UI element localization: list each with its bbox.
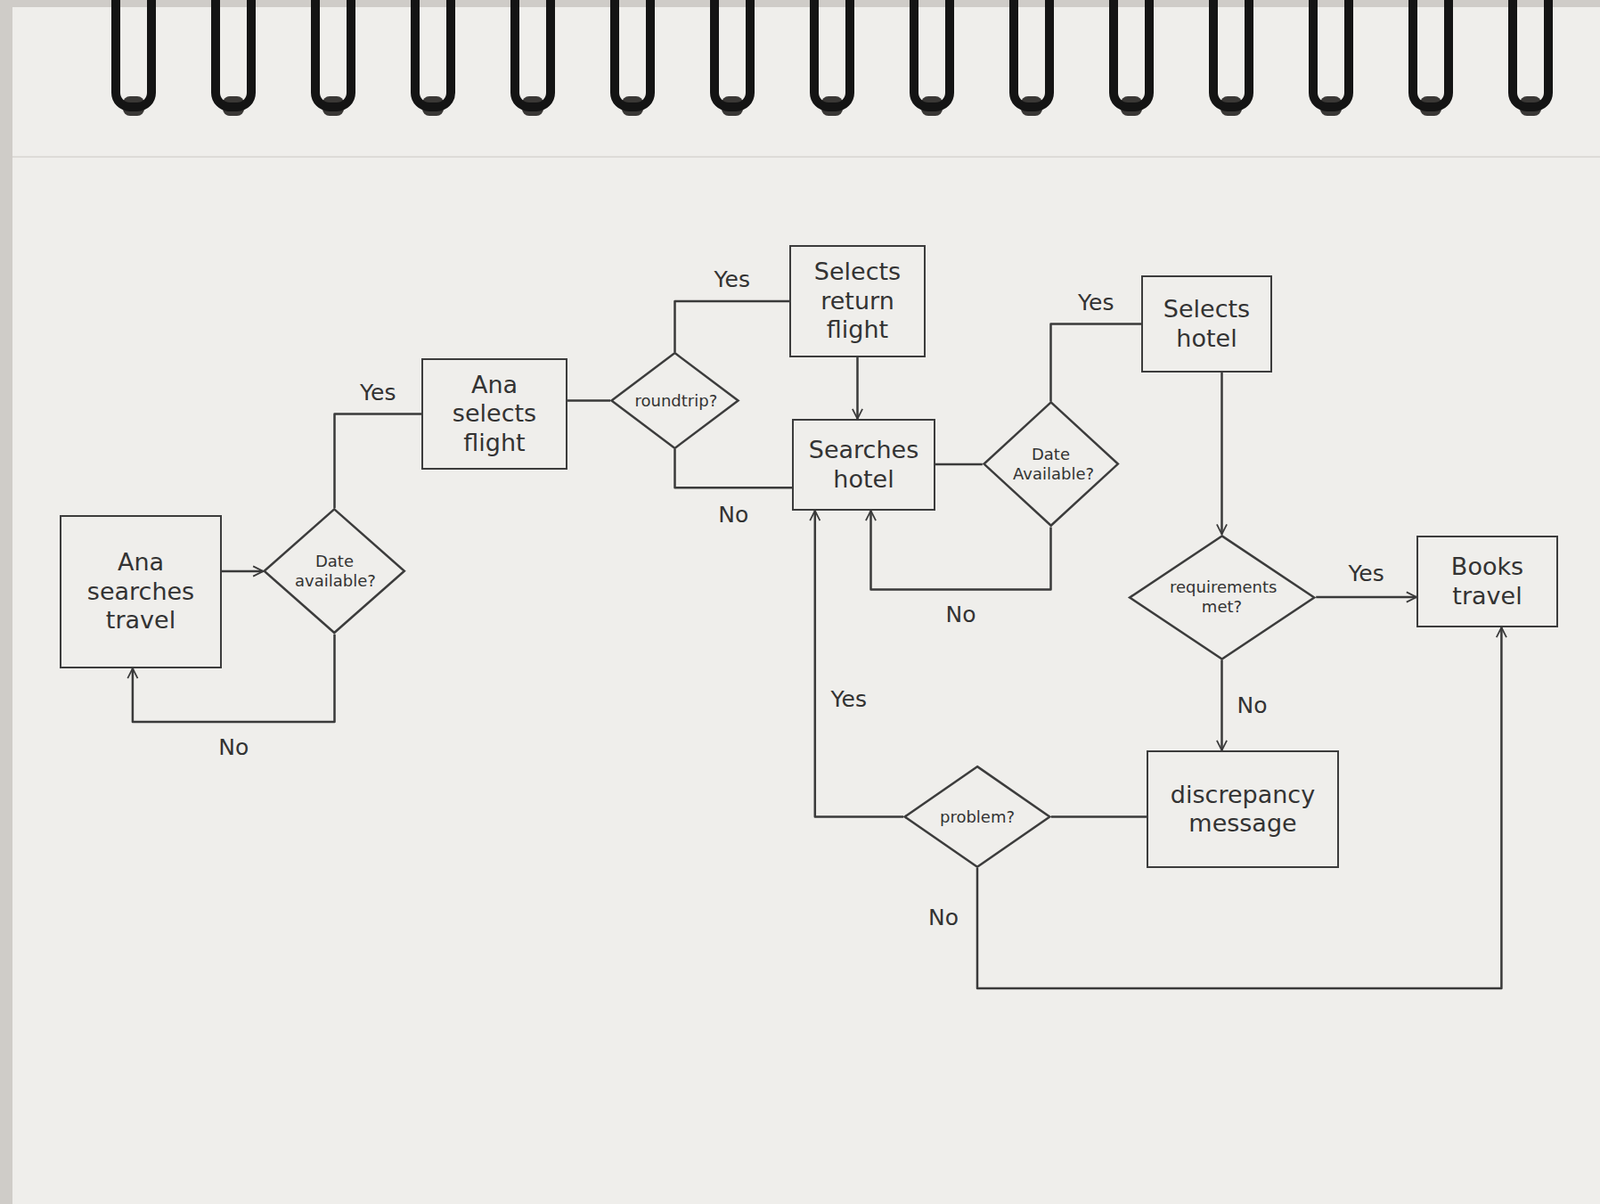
process-box: Selects hotel: [1141, 275, 1273, 373]
binding-ring: [1013, 0, 1050, 107]
process-box: Searches hotel: [791, 418, 936, 511]
diamond-shape: [1129, 535, 1315, 659]
branch-label: No: [943, 601, 980, 628]
flow-connector: [334, 414, 423, 509]
decision-label: Date available?: [294, 551, 375, 590]
binding-ring: [714, 0, 751, 107]
flow-connector: [871, 510, 1052, 590]
branch-label: Yes: [711, 266, 753, 293]
decision-diamond: Date Available?: [982, 400, 1119, 527]
binding-ring: [1512, 0, 1549, 107]
branch-label: No: [715, 501, 752, 528]
flow-connector: [1051, 324, 1143, 402]
decision-label: roundtrip?: [635, 391, 716, 411]
binding-ring: [814, 0, 850, 107]
diamond-shape: [905, 766, 1051, 867]
box-label: Books travel: [1428, 552, 1546, 611]
branch-label: No: [925, 904, 962, 931]
branch-label: Yes: [1075, 289, 1117, 316]
binding-ring: [1412, 0, 1449, 107]
branch-label: No: [215, 734, 252, 760]
flow-connector: [221, 570, 263, 573]
branch-label: Yes: [357, 379, 399, 406]
flow-connector: [132, 634, 335, 722]
flow-connector: [935, 463, 983, 466]
perforation-line: [12, 155, 1600, 158]
branch-label: Yes: [828, 685, 870, 712]
binding-ring: [614, 0, 651, 107]
decision-label: problem?: [939, 807, 1015, 827]
decision-label: Date Available?: [1012, 444, 1089, 483]
branch-label: Yes: [1345, 560, 1387, 587]
diamond-shape: [264, 509, 405, 634]
process-box: Books travel: [1416, 535, 1559, 628]
flow-connector: [675, 448, 793, 488]
binding-ring: [1213, 0, 1249, 107]
flow-connector: [1315, 595, 1417, 599]
box-label: Ana selects flight: [433, 370, 556, 458]
binding-ring: [415, 0, 451, 107]
flow-connector: [675, 301, 791, 352]
flow-connector: [1220, 659, 1224, 751]
binding-ring: [1113, 0, 1150, 107]
process-box: Ana selects flight: [421, 358, 568, 470]
process-box: Selects return flight: [789, 244, 926, 357]
binding-ring: [514, 0, 551, 107]
flow-connector: [567, 399, 611, 402]
decision-diamond: problem?: [903, 765, 1052, 868]
flow-connector: [856, 357, 859, 419]
decision-label: requirements met?: [1169, 577, 1274, 616]
paper-sheet: [12, 7, 1600, 1204]
box-label: Selects hotel: [1153, 294, 1260, 353]
binding-ring: [215, 0, 252, 107]
flow-connector: [977, 627, 1502, 988]
diamond-shape: [983, 402, 1118, 526]
spiral-binding: [115, 0, 1549, 116]
decision-diamond: roundtrip?: [610, 351, 740, 449]
flow-connector: [815, 510, 904, 817]
process-box: Ana searches travel: [59, 514, 222, 669]
decision-diamond: requirements met?: [1127, 534, 1316, 661]
flow-connector: [1220, 372, 1224, 535]
binding-ring: [115, 0, 152, 107]
binding-ring: [1313, 0, 1349, 107]
diamond-shape: [611, 352, 738, 449]
branch-label: No: [1233, 692, 1270, 719]
box-label: discrepancy message: [1159, 780, 1327, 839]
box-label: Ana searches travel: [72, 547, 210, 635]
box-label: Selects return flight: [801, 257, 914, 344]
process-box: discrepancy message: [1146, 750, 1339, 868]
decision-diamond: Date available?: [262, 507, 406, 634]
binding-ring: [914, 0, 950, 107]
binding-ring: [315, 0, 352, 107]
flow-connector: [1051, 815, 1147, 818]
box-label: Searches hotel: [804, 435, 923, 494]
